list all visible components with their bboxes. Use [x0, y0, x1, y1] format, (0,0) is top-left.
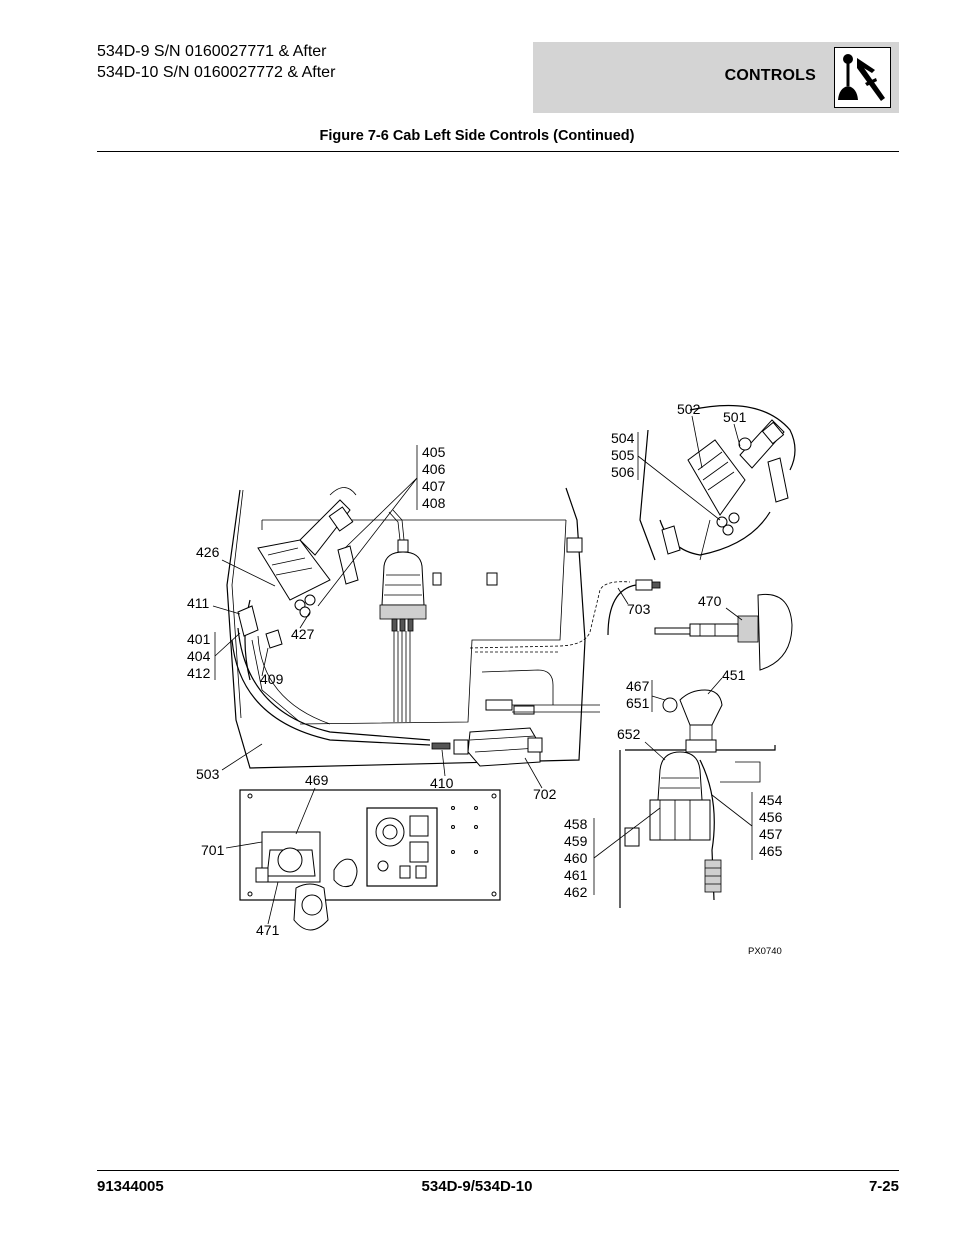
callout-503: 503	[196, 766, 220, 782]
callout-459: 459	[564, 833, 588, 849]
footer-part-number: 91344005	[97, 1178, 164, 1195]
callout-454: 454	[759, 792, 783, 808]
callout-651: 651	[626, 695, 650, 711]
joystick-lever-icon	[834, 47, 891, 108]
callout-426: 426	[196, 544, 220, 560]
callout-407: 407	[422, 478, 446, 494]
callout-451: 451	[722, 667, 746, 683]
callout-702: 702	[533, 786, 557, 802]
callout-469: 469	[305, 772, 329, 788]
figure-title: Figure 7-6 Cab Left Side Controls (Conti…	[319, 128, 635, 144]
footer-model: 534D-9/534D-10	[421, 1178, 533, 1195]
footer-page-number: 7-25	[868, 1178, 899, 1195]
model-serial-header: 534D-9 S/N 0160027771 & After 534D-10 S/…	[97, 41, 335, 83]
callout-506: 506	[611, 464, 635, 480]
section-title: CONTROLS	[724, 67, 816, 84]
header-divider	[97, 151, 899, 152]
callout-467: 467	[626, 678, 650, 694]
callout-502: 502	[677, 401, 701, 417]
callout-411: 411	[187, 595, 210, 611]
callout-456: 456	[759, 809, 783, 825]
callout-405: 405	[422, 444, 446, 460]
callout-470: 470	[698, 593, 722, 609]
lower-right-pedal-view	[619, 689, 776, 908]
callout-404: 404	[187, 648, 211, 664]
callout-408: 408	[422, 495, 446, 511]
callout-427: 427	[291, 626, 315, 642]
callout-labels: 405 406 407 408 426 411 401 404 412 427 …	[187, 401, 783, 957]
section-tab: CONTROLS	[533, 42, 899, 113]
callout-501: 501	[723, 409, 747, 425]
callout-458: 458	[564, 816, 588, 832]
callout-505: 505	[611, 447, 635, 463]
model-line-2: 534D-10 S/N 0160027772 & After	[97, 64, 336, 81]
harness-and-pedal-mount	[607, 579, 793, 671]
callout-406: 406	[422, 461, 446, 477]
callout-412: 412	[187, 665, 211, 681]
callout-703: 703	[627, 601, 651, 617]
upper-right-joystick-view	[639, 404, 796, 561]
callout-462: 462	[564, 884, 588, 900]
model-line-1: 534D-9 S/N 0160027771 & After	[97, 43, 327, 60]
drawing-id: PX0740	[748, 946, 782, 957]
main-cab-view	[226, 487, 631, 769]
callout-410: 410	[430, 775, 454, 791]
callout-409: 409	[260, 671, 284, 687]
callout-465: 465	[759, 843, 783, 859]
callout-461: 461	[564, 867, 588, 883]
callout-504: 504	[611, 430, 635, 446]
lower-left-console-panel	[239, 789, 501, 931]
callout-471: 471	[256, 922, 280, 938]
callout-leaders	[212, 415, 753, 925]
footer-divider	[97, 1170, 899, 1171]
callout-460: 460	[564, 850, 588, 866]
callout-701: 701	[201, 842, 225, 858]
callout-652: 652	[617, 726, 641, 742]
callout-401: 401	[187, 631, 211, 647]
callout-457: 457	[759, 826, 783, 842]
